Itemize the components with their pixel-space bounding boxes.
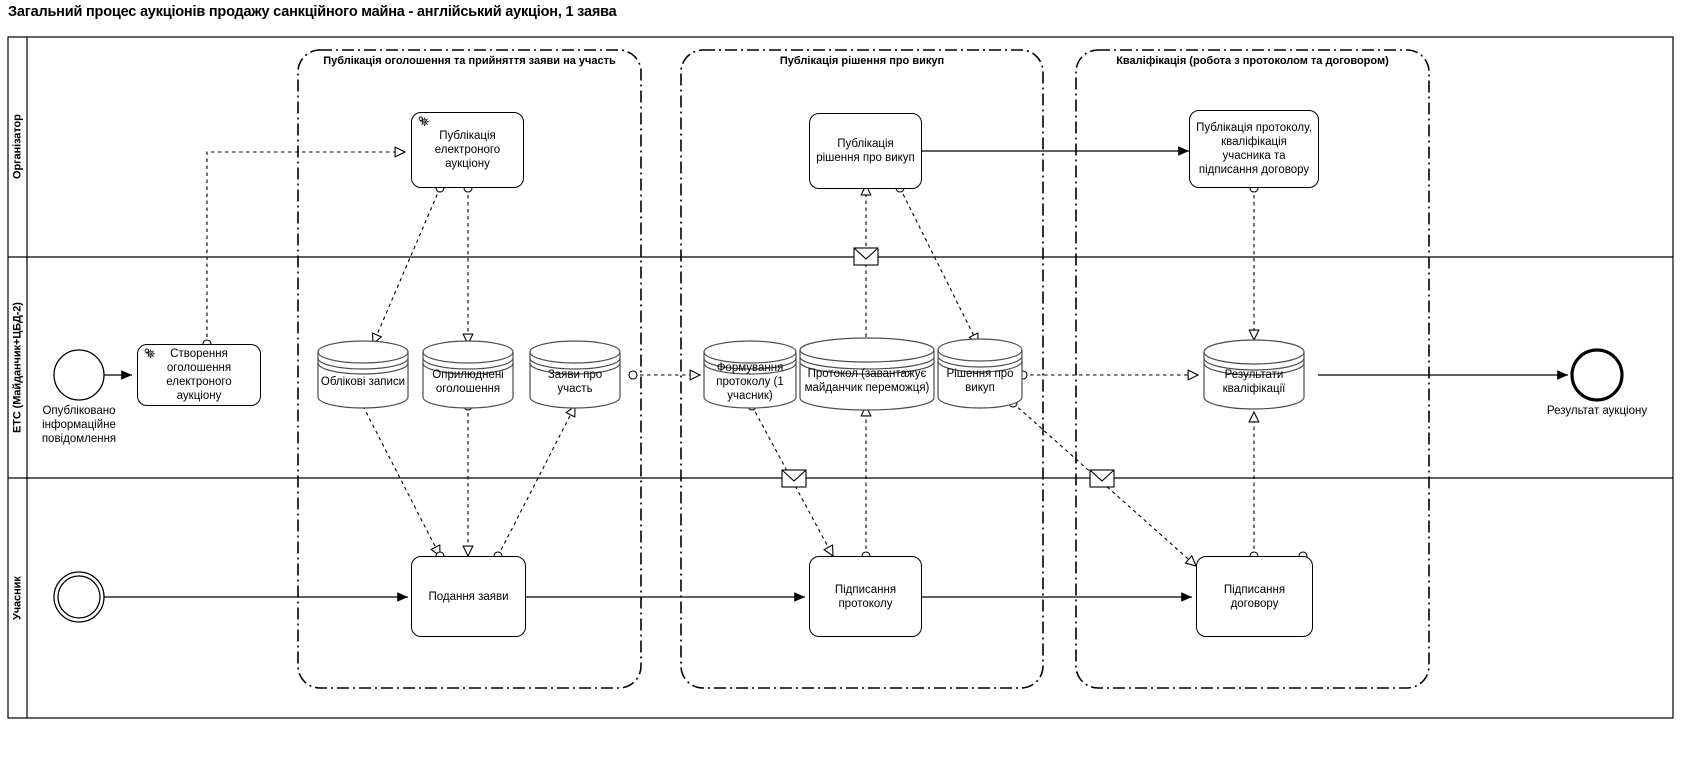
group-title-publication: Публікація оголошення та прийняття заяви… [323, 55, 616, 67]
task-label: Подання заяви [428, 590, 509, 603]
gear-icon [418, 116, 429, 127]
task-publish-protocol-qualify-sign[interactable]: Публікація протоколу, кваліфікація учасн… [1189, 110, 1319, 188]
task-sign-contract[interactable]: Підписання договору [1196, 556, 1313, 637]
task-label: Публікація електроного аукціону [434, 130, 501, 170]
data-store-label: Оприлюднені оголошення [432, 368, 504, 395]
task-label: Підписання протоколу [834, 583, 897, 610]
data-store-label: Заяви про участь [547, 368, 603, 395]
start-event-label-information-published: Опубліковано інформаційне повідомлення [41, 405, 117, 445]
data-store-label: Формування протоколу (1 учасник) [716, 361, 784, 402]
task-sign-protocol[interactable]: Підписання протоколу [809, 556, 922, 637]
data-store-label: Результати кваліфікації [1222, 368, 1286, 395]
task-create-announcement[interactable]: Створення оголошення електроного аукціон… [137, 344, 261, 406]
data-store-qualification-results[interactable]: Результати кваліфікації [1204, 340, 1304, 409]
data-store-label: Облікові записи [320, 375, 406, 388]
task-label: Публікація рішення про викуп [816, 138, 915, 164]
data-store-published-announcements[interactable]: Оприлюднені оголошення [423, 341, 513, 408]
data-store-accounts[interactable]: Облікові записи [318, 341, 408, 408]
task-label: Публікація протоколу, кваліфікація учасн… [1196, 122, 1312, 176]
data-store-label: Рішення про викуп [946, 367, 1014, 394]
data-store-buyout-decision[interactable]: Рішення про викуп [938, 339, 1022, 408]
data-store-label: Протокол (завантажує майданчик переможця… [804, 368, 930, 394]
lane-label-participant: Учасник [11, 576, 24, 620]
task-label: Створення оголошення електроного аукціон… [166, 348, 232, 402]
data-store-protocol-forming[interactable]: Формування протоколу (1 учасник) [704, 341, 796, 408]
task-submit-application[interactable]: Подання заяви [411, 556, 526, 637]
lane-label-organizer: Організатор [11, 114, 24, 180]
task-publish-electronic-auction[interactable]: Публікація електроного аукціону [411, 112, 524, 188]
task-label: Підписання договору [1223, 583, 1286, 610]
group-title-qualification: Кваліфікація (робота з протоколом та дог… [1116, 55, 1389, 67]
gear-icon [144, 348, 155, 359]
group-title-decision: Публікація рішення про викуп [779, 55, 945, 67]
page-title: Загальний процес аукціонів продажу санкц… [8, 4, 617, 20]
end-event-label-auction-result: Результат аукціону [1546, 405, 1648, 417]
task-publish-buyout-decision[interactable]: Публікація рішення про викуп [809, 113, 922, 189]
data-store-participation-applications[interactable]: Заяви про участь [530, 341, 620, 408]
data-store-protocol[interactable]: Протокол (завантажує майданчик переможця… [800, 338, 934, 410]
